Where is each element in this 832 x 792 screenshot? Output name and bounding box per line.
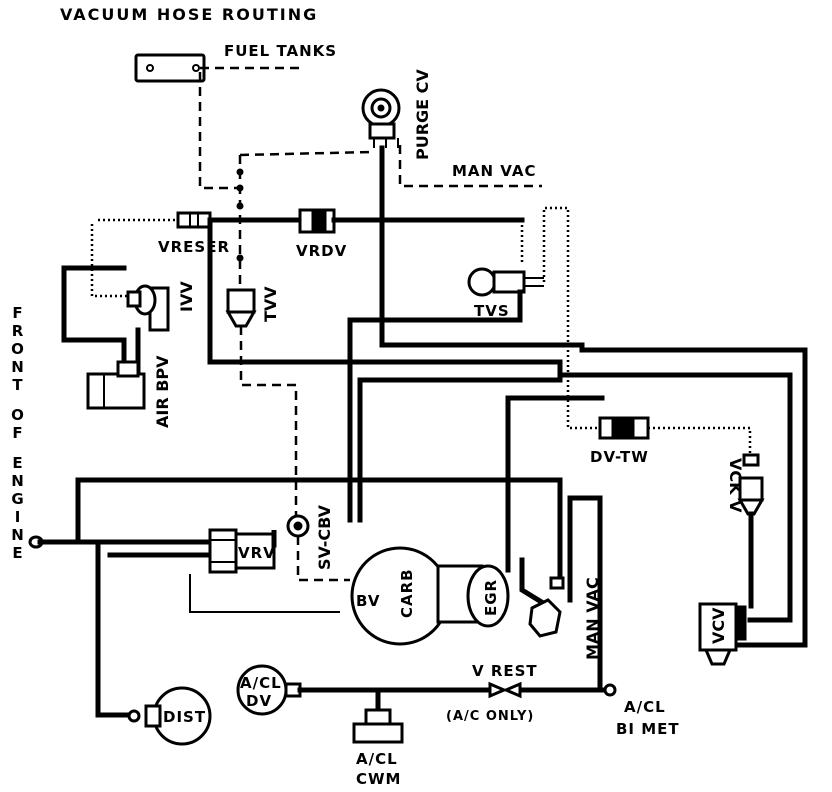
side-label-letter: N bbox=[11, 358, 25, 376]
hose-tvs-carb bbox=[347, 289, 523, 523]
hose-bracket-to-tee bbox=[198, 72, 240, 190]
air-bpv-valve bbox=[86, 360, 146, 410]
label-vrv: VRV bbox=[238, 544, 276, 562]
label-bv: BV bbox=[356, 592, 380, 610]
side-label-letter: E bbox=[12, 454, 23, 472]
label-a-cl-dv-1: A/CL bbox=[240, 674, 282, 692]
hose-vrv-bv bbox=[189, 574, 340, 613]
purge-cv-valve bbox=[361, 88, 401, 148]
hose-long-right bbox=[207, 217, 793, 623]
hose-dvtw-vckv bbox=[648, 426, 752, 455]
fuel-tank-bracket bbox=[134, 53, 206, 83]
hose-egr bbox=[505, 395, 605, 573]
hose-tvv-svcbv bbox=[239, 326, 298, 520]
side-label-letter: O bbox=[11, 406, 25, 424]
label-a-cl-bi-met-2: BI MET bbox=[616, 720, 680, 738]
label-ivv: IVV bbox=[177, 281, 196, 312]
hose-to-ivv bbox=[90, 224, 130, 298]
side-label-letter: O bbox=[11, 340, 25, 358]
hose-to-dist bbox=[95, 539, 133, 718]
a-cl-dv-valve bbox=[236, 664, 302, 716]
label-a-cl-cwm-1: A/CL bbox=[356, 750, 398, 768]
label-man-vac-right: MAN VAC bbox=[583, 577, 602, 660]
man-vac-port bbox=[528, 576, 565, 638]
egr-valve bbox=[466, 564, 510, 628]
hose-dashed-to-purge bbox=[239, 150, 373, 157]
label-tvv: TVV bbox=[261, 286, 280, 322]
side-label-letter: F bbox=[12, 304, 23, 322]
sv-cbv-valve bbox=[286, 514, 310, 538]
label-vcv: VCV bbox=[709, 607, 728, 644]
label-a-cl-dv-2: DV bbox=[246, 692, 272, 710]
tee-2 bbox=[236, 184, 244, 192]
label-purge-cv: PURGE CV bbox=[413, 69, 432, 160]
hose-egr-manvac bbox=[519, 557, 552, 610]
tee-4 bbox=[236, 254, 244, 262]
tvv-valve bbox=[225, 288, 257, 328]
label-carb: CARB bbox=[398, 568, 416, 618]
label-a-c-only: (A/C ONLY) bbox=[446, 709, 534, 724]
label-egr: EGR bbox=[482, 579, 500, 616]
side-label-letter: N bbox=[11, 472, 25, 490]
label-vreser: VRESER bbox=[158, 238, 230, 256]
side-label-letter: R bbox=[12, 322, 25, 340]
side-label-letter: G bbox=[11, 490, 24, 508]
tee-1 bbox=[236, 168, 244, 176]
label-a-cl-bi-met-1: A/CL bbox=[624, 698, 666, 716]
vreser-component bbox=[176, 211, 212, 229]
hose-ivv-left bbox=[61, 265, 127, 375]
hose-svcbv-carb bbox=[296, 536, 350, 582]
tee-3 bbox=[236, 202, 244, 210]
tvs-switch bbox=[467, 267, 544, 297]
label-dist: DIST bbox=[163, 708, 206, 726]
hose-carb-top bbox=[357, 377, 563, 523]
label-vrdv: VRDV bbox=[296, 242, 347, 260]
label-man-vac-top: MAN VAC bbox=[452, 162, 537, 180]
label-tvs: TVS bbox=[474, 302, 510, 320]
side-label-letter: N bbox=[11, 526, 25, 544]
label-a-cl-cwm-2: CWM bbox=[356, 770, 401, 788]
vcv-valve bbox=[698, 602, 747, 666]
hose-tvs-dvtw bbox=[542, 206, 600, 430]
a-cl-cwm-motor bbox=[352, 708, 404, 744]
vrv-valve bbox=[208, 528, 276, 574]
side-label-letter: E bbox=[12, 544, 23, 562]
side-label-letter: T bbox=[12, 376, 23, 394]
vrdv-component bbox=[298, 208, 336, 234]
label-air-bpv: AIR BPV bbox=[153, 355, 172, 428]
label-vck-v: VCK V bbox=[726, 458, 745, 513]
dv-tw-valve bbox=[598, 416, 650, 440]
ivv-valve bbox=[126, 284, 170, 332]
label-fuel-tanks: FUEL TANKS bbox=[224, 42, 337, 60]
label-sv-cbv: SV-CBV bbox=[315, 504, 334, 570]
diagram-title: VACUUM HOSE ROUTING bbox=[60, 5, 318, 24]
label-dv-tw: DV-TW bbox=[590, 448, 649, 466]
side-label-letter: I bbox=[15, 508, 22, 526]
hose-purge-man-vac bbox=[398, 145, 542, 188]
v-rest-restrictor bbox=[488, 681, 522, 699]
hose-manvac-right bbox=[567, 495, 603, 693]
vck-v-valve bbox=[737, 453, 765, 516]
a-cl-bi-met-sensor bbox=[603, 683, 617, 697]
distributor bbox=[127, 686, 212, 746]
hose-purge-main bbox=[379, 145, 808, 648]
side-label-letter: F bbox=[12, 424, 23, 442]
label-v-rest: V REST bbox=[472, 662, 538, 680]
